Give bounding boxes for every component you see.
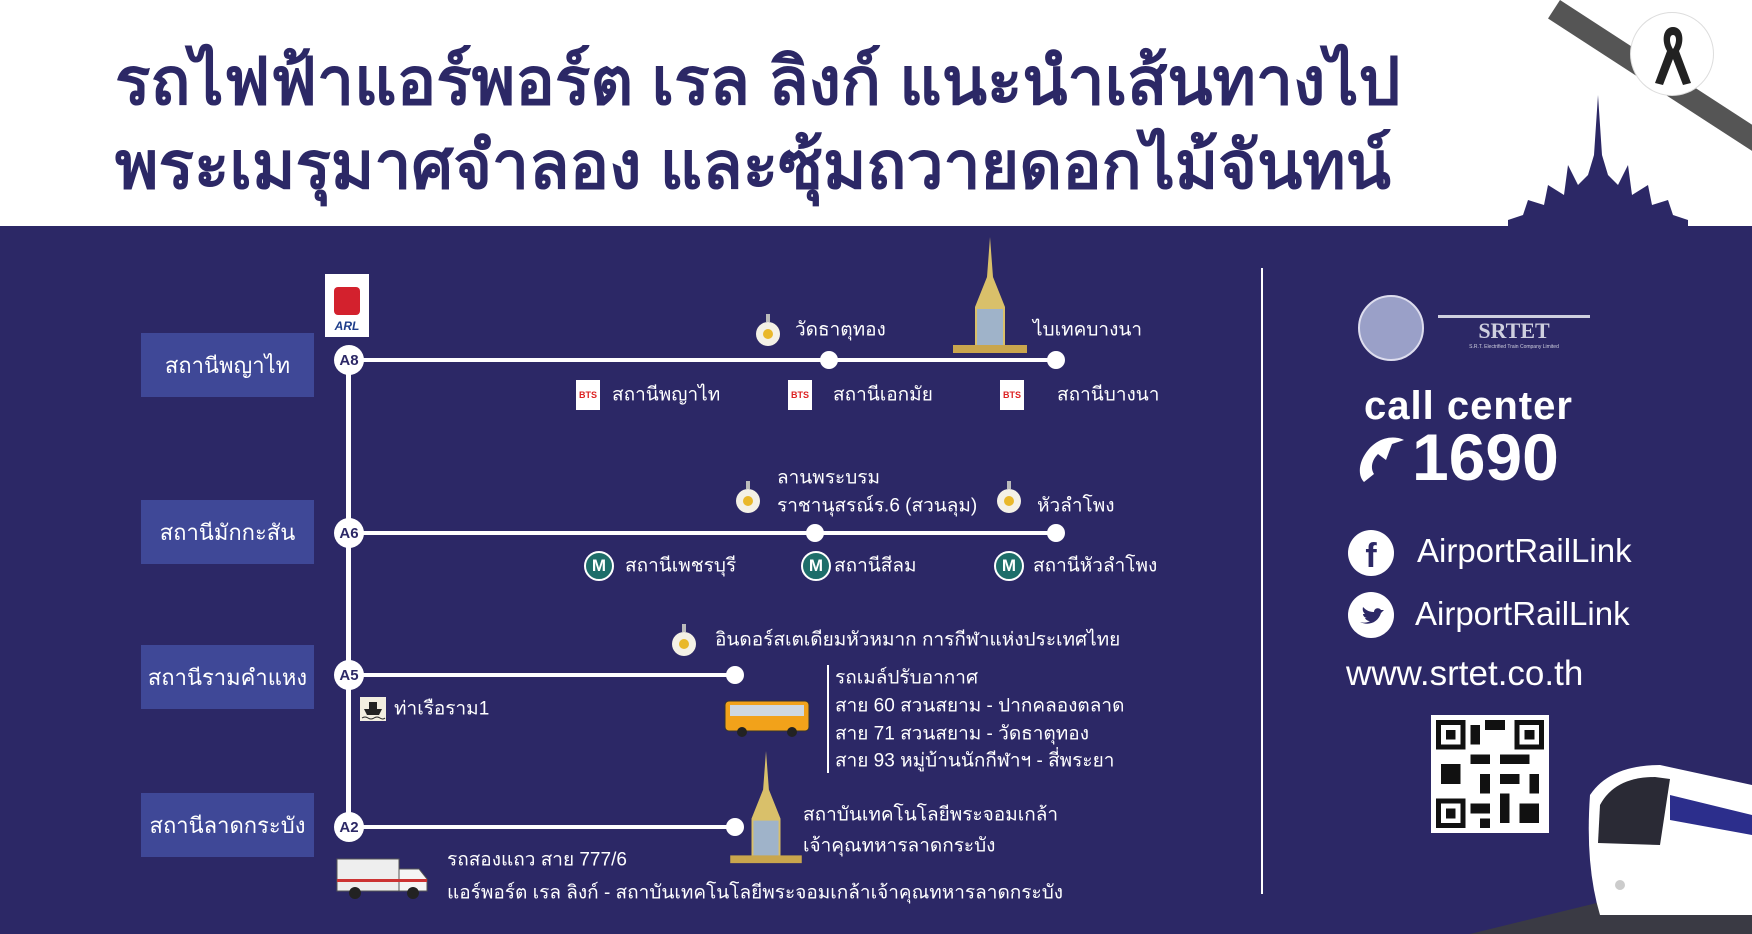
crematorium-icon (730, 751, 802, 864)
route-line-a5 (350, 673, 735, 677)
place-indoor-stadium-huamark: อินดอร์สเตเดียมหัวหมาก การกีฬาแห่งประเทศ… (715, 629, 1121, 651)
website-link[interactable]: www.srtet.co.th (1346, 654, 1584, 693)
station-code-a6: A6 (334, 518, 364, 548)
station-box-phaya-thai: สถานีพญาไท (141, 333, 314, 397)
stop-dot (1047, 351, 1065, 369)
airport-rail-link-line (346, 360, 351, 827)
station-code-a2: A2 (334, 812, 364, 842)
station-box-makkasan: สถานีมักกะสัน (141, 500, 314, 564)
black-ribbon-icon (1630, 12, 1714, 96)
srt-seal-logo (1358, 295, 1424, 361)
qr-code[interactable] (1429, 715, 1551, 833)
crematorium-icon (953, 237, 1027, 353)
panel-divider (1261, 268, 1263, 894)
bus-route-93: สาย 93 หมู่บ้านนักกีฬาฯ - สี่พระยา (835, 750, 1115, 772)
bus-route-60: สาย 60 สวนสยาม - ปากคลองตลาด (835, 695, 1125, 717)
stop-dot (1047, 524, 1065, 542)
boat-pier-icon (360, 697, 386, 721)
mrt-icon: M (994, 551, 1024, 581)
route-line-a6 (350, 531, 1056, 535)
bus-info-divider (827, 665, 829, 773)
place-wat-that-thong: วัดธาตุทอง (795, 319, 886, 341)
call-center-label: call center (1364, 384, 1573, 428)
call-center-number[interactable]: 1690 (1412, 420, 1559, 494)
srtet-logo: SRTET S.R.T. Electrified Train Company L… (1438, 315, 1590, 350)
station-code-a8: A8 (334, 345, 364, 375)
station-box-ramkhamhaeng: สถานีรามคำแหง (141, 645, 314, 709)
srtet-logo-subtitle: S.R.T. Electrified Train Company Limited (1469, 344, 1559, 350)
bts-station-ekkamai: สถานีเอกมัย (833, 384, 933, 406)
sandalwood-flower-icon (672, 624, 696, 656)
facebook-page[interactable]: AirportRailLink (1417, 532, 1632, 569)
title-line-2: พระเมรุมาศจำลอง และซุ้มถวายดอกไม้จันทน์ (115, 128, 1391, 202)
mrt-station-silom: สถานีสีลม (834, 555, 917, 577)
bts-icon: BTS (788, 380, 812, 410)
bus-icon (724, 700, 810, 737)
stop-dot (806, 524, 824, 542)
bus-heading: รถเมล์ปรับอากาศ (835, 667, 979, 689)
airport-rail-link-train-icon (1470, 765, 1752, 934)
mrt-station-hua-lamphong: สถานีหัวลำโพง (1033, 555, 1158, 577)
twitter-icon[interactable] (1348, 592, 1394, 638)
route-line-a8 (350, 358, 1056, 362)
title-line-1: รถไฟฟ้าแอร์พอร์ต เรล ลิงก์ แนะนำเส้นทางไ… (115, 44, 1401, 118)
station-code-a5: A5 (334, 660, 364, 690)
bts-station-bang-na: สถานีบางนา (1057, 384, 1160, 406)
songthaew-icon (336, 858, 428, 899)
bus-route-71: สาย 71 สวนสยาม - วัดธาตุทอง (835, 723, 1089, 745)
sandalwood-flower-icon (997, 481, 1021, 513)
place-king-rama6-monument: ราชานุสรณ์ร.6 (สวนลุม) (777, 495, 978, 517)
stop-dot (726, 818, 744, 836)
srtet-logo-text: SRTET (1478, 318, 1550, 343)
mrt-icon: M (801, 551, 831, 581)
bts-icon: BTS (1000, 380, 1024, 410)
place-kmitl-line2: เจ้าคุณทหารลาดกระบัง (803, 835, 996, 857)
stop-dot (726, 666, 744, 684)
stop-dot (820, 351, 838, 369)
songthaew-description: แอร์พอร์ต เรล ลิงก์ - สถาบันเทคโนโลยีพระ… (447, 882, 1064, 904)
pier-ram1: ท่าเรือราม1 (394, 698, 490, 720)
bts-icon: BTS (576, 380, 600, 410)
place-kmitl-line1: สถาบันเทคโนโลยีพระจอมเกล้า (803, 804, 1059, 826)
train-icon (334, 287, 360, 315)
twitter-handle[interactable]: AirportRailLink (1415, 595, 1630, 632)
mrt-icon: M (584, 551, 614, 581)
crematorium-silhouette-icon (1508, 95, 1688, 226)
arl-logo: ARL (325, 274, 369, 337)
songthaew-route: รถสองแถว สาย 777/6 (447, 849, 627, 871)
route-line-a2 (350, 825, 735, 829)
header-banner: รถไฟฟ้าแอร์พอร์ต เรล ลิงก์ แนะนำเส้นทางไ… (0, 0, 1752, 226)
phone-icon (1359, 437, 1404, 482)
bts-station-phaya-thai: สถานีพญาไท (612, 384, 721, 406)
sandalwood-flower-icon (736, 481, 760, 513)
place-bitec-bangna: ไบเทคบางนา (1033, 319, 1143, 341)
sandalwood-flower-icon (756, 314, 780, 346)
facebook-icon[interactable]: f (1348, 530, 1394, 576)
place-hua-lamphong: หัวลำโพง (1037, 495, 1115, 517)
mrt-station-phetchaburi: สถานีเพชรบุรี (625, 555, 737, 577)
station-box-lat-krabang: สถานีลาดกระบัง (141, 793, 314, 857)
place-lan-phra-borom: ลานพระบรม (777, 467, 881, 489)
arl-logo-text: ARL (334, 319, 360, 333)
